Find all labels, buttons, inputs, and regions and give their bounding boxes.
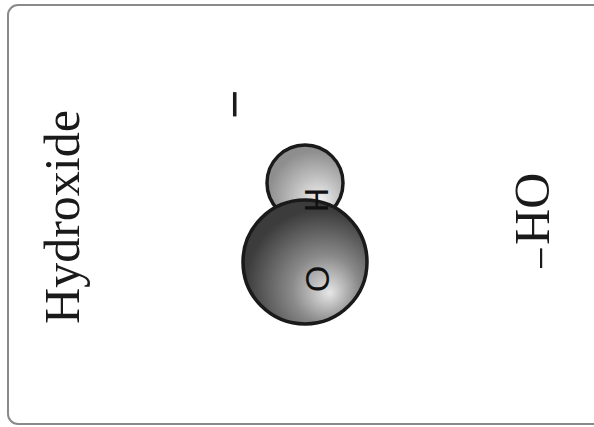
compound-name: Hydroxide (37, 110, 87, 324)
chemical-formula: OH⁻ (508, 173, 558, 272)
atom-symbol: H (300, 188, 334, 213)
oxygen-atom: O (239, 196, 371, 328)
atom-circle (239, 196, 371, 328)
charge-sign: − (210, 89, 260, 118)
atom-symbol: O (301, 266, 335, 292)
